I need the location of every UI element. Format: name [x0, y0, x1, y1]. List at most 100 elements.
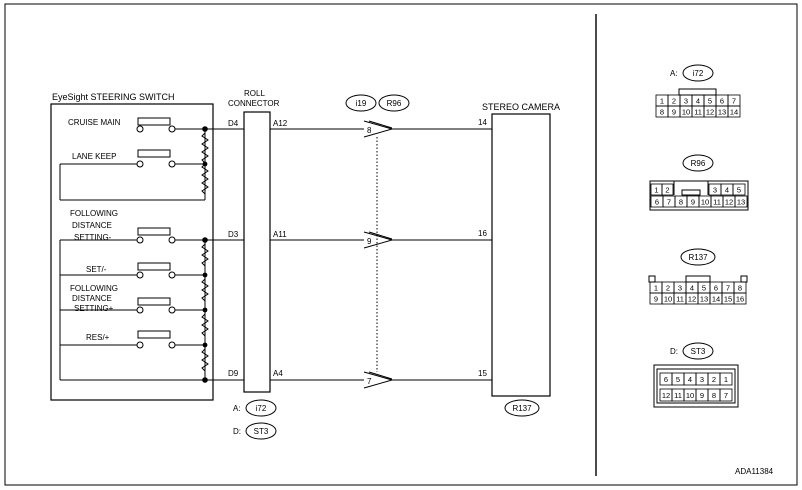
ref-prefix-a: A: — [233, 404, 241, 413]
connector-oval-r96 — [378, 94, 410, 112]
pin-number: 5 — [676, 375, 680, 384]
pin-number: 9 — [672, 108, 676, 117]
pin-number: 12 — [725, 198, 733, 207]
face-housing-r96 — [649, 180, 749, 211]
pin-number: 7 — [726, 284, 730, 293]
face-key-r137 — [685, 275, 711, 283]
pin-number: 13 — [700, 295, 708, 304]
roll-connector-title-2: CONNECTOR — [228, 99, 280, 108]
steering-switch: EyeSight STEERING SWITCH CRUISE MAIN LAN… — [50, 92, 214, 401]
pin-cell — [719, 372, 733, 386]
pin-cell — [661, 183, 674, 196]
ref-prefix-d: D: — [233, 427, 241, 436]
face-oval-r96 — [682, 154, 714, 172]
junction-dot — [202, 307, 208, 313]
switch-following-plus-contact-left — [136, 306, 144, 314]
pin-number: 10 — [686, 391, 694, 400]
ref-name-i72: i72 — [256, 404, 267, 413]
label-following-minus-1: FOLLOWING — [70, 209, 118, 218]
pin-number: 15 — [724, 295, 732, 304]
figure-code: ADA11384 — [735, 467, 774, 476]
pin-number: 5 — [737, 186, 741, 195]
connector-oval-i19 — [345, 94, 377, 112]
pin-number: 1 — [654, 284, 658, 293]
junction-arrow-8 — [363, 120, 394, 138]
switch-lane-keep-contact-left — [136, 160, 144, 168]
pin-number: 11 — [694, 108, 702, 117]
camera-connector-oval — [504, 399, 540, 417]
pin-number: 3 — [700, 375, 704, 384]
label-following-minus-3: SETTING- — [74, 233, 112, 242]
pin-number: 8 — [679, 198, 683, 207]
pin-number: 6 — [720, 97, 724, 106]
face-oval-i72 — [682, 64, 714, 82]
face-prefix-a: A: — [670, 69, 678, 78]
label-set-minus: SET/- — [86, 265, 107, 274]
junction-dot — [202, 342, 208, 348]
pin-number: 1 — [654, 186, 658, 195]
pin-number: 14 — [712, 295, 720, 304]
face-key-r96 — [681, 189, 701, 196]
face-oval-r137 — [680, 248, 716, 266]
pin-number: 12 — [706, 108, 714, 117]
switch-res-plus-actuator — [137, 330, 171, 339]
pin-number: 9 — [691, 198, 695, 207]
ref-oval-i72 — [245, 399, 277, 417]
roll-pin-a12: A12 — [273, 119, 288, 128]
junction-dot — [202, 161, 208, 167]
pin-number: 7 — [667, 198, 671, 207]
camera-connector-label: R137 — [512, 404, 532, 413]
pin-number: 2 — [712, 375, 716, 384]
roll-pin-a11: A11 — [273, 230, 287, 239]
pin-number: 10 — [701, 198, 709, 207]
face-oval-st3 — [682, 342, 714, 360]
junction-arrow-7 — [363, 371, 394, 389]
ref-name-st3: ST3 — [254, 427, 269, 436]
pin-number: 1 — [660, 97, 664, 106]
pin-number: 9 — [700, 391, 704, 400]
pin-number: 11 — [674, 391, 682, 400]
junction-dot — [202, 272, 208, 278]
steering-switch-title: EyeSight STEERING SWITCH — [52, 92, 175, 102]
face-key-i72 — [678, 88, 717, 96]
label-following-plus-3: SETTING+ — [74, 304, 114, 313]
pin-cell — [727, 105, 741, 118]
pin-number: 2 — [672, 97, 676, 106]
pin-number: 7 — [732, 97, 736, 106]
pin-number: 8 — [738, 284, 742, 293]
pin-cell — [732, 183, 746, 196]
label-lane-keep: LANE KEEP — [72, 152, 116, 161]
roll-pin-d4: D4 — [228, 119, 239, 128]
switch-following-minus-contact-left — [136, 236, 144, 244]
pin-cell — [719, 388, 733, 402]
pin-number: 12 — [688, 295, 696, 304]
switch-following-plus-contact-right — [168, 306, 176, 314]
roll-connector-title-1: ROLL — [244, 89, 265, 98]
junction-number-9: 9 — [367, 237, 372, 246]
outer-frame — [4, 3, 798, 486]
pin-number: 5 — [708, 97, 712, 106]
junction-number-7: 7 — [367, 377, 372, 386]
pin-number: 3 — [678, 284, 682, 293]
pin-number: 6 — [664, 375, 668, 384]
connector-label-r96: R96 — [387, 99, 402, 108]
face-inner-st3 — [656, 368, 736, 404]
pin-number: 10 — [664, 295, 672, 304]
face-prefix-d: D: — [670, 347, 678, 356]
pin-number: 14 — [730, 108, 738, 117]
switch-cruise-main-contact-right — [168, 125, 176, 133]
switch-following-minus-contact-right — [168, 236, 176, 244]
camera-pin-14: 14 — [478, 118, 487, 127]
switch-following-minus-actuator — [137, 227, 171, 236]
pin-number: 6 — [655, 198, 659, 207]
label-following-plus-1: FOLLOWING — [70, 284, 118, 293]
switch-set-minus-actuator — [137, 262, 171, 271]
switch-set-minus-contact-right — [168, 271, 176, 279]
face-latch-r137 — [648, 275, 656, 283]
